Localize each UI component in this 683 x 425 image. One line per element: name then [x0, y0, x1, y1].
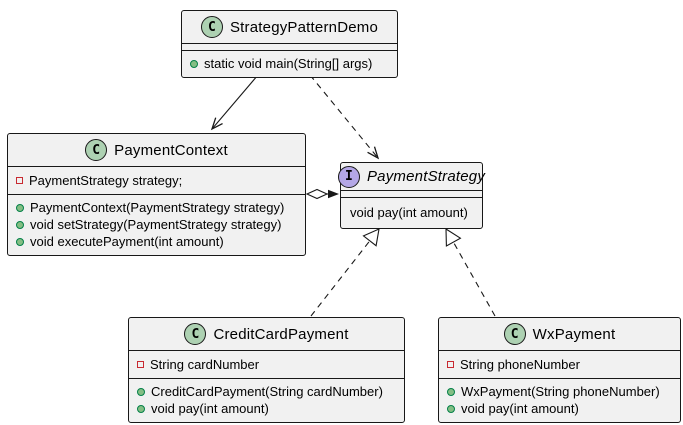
fields-compartment: PaymentStrategy strategy;: [8, 167, 305, 195]
interface-icon: I: [337, 165, 360, 188]
filled-arrowhead: [328, 189, 339, 199]
hollow-triangle-arrowhead: [362, 228, 380, 247]
class-name: WxPayment: [532, 325, 616, 343]
class-box-strategy-pattern-demo: C StrategyPatternDemo static void main(S…: [181, 10, 398, 78]
public-method-icon: [137, 387, 145, 396]
method-text: void pay(int amount): [350, 205, 468, 220]
method-row: static void main(String[] args): [182, 55, 397, 72]
private-field-icon: [137, 361, 144, 368]
edge-creditcard-to-strategy: [310, 228, 380, 317]
method-text: void setStrategy(PaymentStrategy strateg…: [30, 217, 282, 232]
fields-compartment-empty: [341, 191, 482, 198]
method-row: void executePayment(int amount): [8, 233, 305, 250]
interface-box-payment-strategy: I PaymentStrategy void pay(int amount): [337, 162, 486, 229]
method-row: void setStrategy(PaymentStrategy strateg…: [8, 216, 305, 233]
class-icon: C: [200, 16, 223, 38]
method-row: void pay(int amount): [341, 202, 482, 223]
class-icon: C: [85, 139, 108, 161]
method-text: void executePayment(int amount): [30, 234, 224, 249]
class-box-payment-context: C PaymentContext PaymentStrategy strateg…: [7, 133, 306, 256]
methods-compartment: void pay(int amount): [341, 198, 482, 228]
interface-name: PaymentStrategy: [366, 168, 486, 185]
field-row: String phoneNumber: [439, 356, 680, 373]
edge-context-to-strategy: [305, 188, 339, 200]
public-method-icon: [16, 237, 24, 246]
methods-compartment: PaymentContext(PaymentStrategy strategy)…: [8, 195, 305, 255]
field-text: String phoneNumber: [460, 357, 580, 372]
public-method-icon: [16, 203, 24, 212]
public-method-icon: [16, 220, 24, 229]
interface-header: I PaymentStrategy: [337, 163, 486, 191]
aggregation-diamond: [305, 188, 329, 200]
public-method-icon: [447, 404, 455, 413]
hollow-triangle-arrowhead: [445, 227, 462, 247]
field-row: String cardNumber: [129, 356, 404, 373]
field-text: String cardNumber: [150, 357, 260, 372]
method-text: static void main(String[] args): [204, 56, 373, 71]
private-field-icon: [447, 361, 454, 368]
edge-demo-to-strategy: [309, 74, 380, 160]
class-icon: C: [503, 323, 526, 345]
method-text: PaymentContext(PaymentStrategy strategy): [30, 200, 285, 215]
method-row: WxPayment(String phoneNumber): [439, 383, 680, 400]
method-row: void pay(int amount): [129, 400, 404, 417]
method-row: void pay(int amount): [439, 400, 680, 417]
private-field-icon: [16, 177, 23, 184]
edge-wx-to-strategy: [445, 227, 496, 317]
public-method-icon: [137, 404, 145, 413]
method-text: void pay(int amount): [461, 401, 579, 416]
class-box-wx-payment: C WxPayment String phoneNumber WxPayment…: [438, 317, 681, 423]
fields-compartment-empty: [182, 44, 397, 51]
class-header: C PaymentContext: [8, 134, 305, 167]
class-icon: C: [184, 323, 207, 345]
field-text: PaymentStrategy strategy;: [29, 173, 183, 188]
class-name: PaymentContext: [114, 141, 228, 159]
class-name: StrategyPatternDemo: [229, 18, 379, 36]
class-header: C CreditCardPayment: [129, 318, 404, 351]
method-row: PaymentContext(PaymentStrategy strategy): [8, 199, 305, 216]
class-header: C StrategyPatternDemo: [182, 11, 397, 44]
method-text: WxPayment(String phoneNumber): [461, 384, 660, 399]
fields-compartment: String cardNumber: [129, 351, 404, 379]
method-row: CreditCardPayment(String cardNumber): [129, 383, 404, 400]
class-header: C WxPayment: [439, 318, 680, 351]
fields-compartment: String phoneNumber: [439, 351, 680, 379]
class-name: CreditCardPayment: [213, 325, 349, 343]
class-box-credit-card-payment: C CreditCardPayment String cardNumber Cr…: [128, 317, 405, 423]
field-row: PaymentStrategy strategy;: [8, 172, 305, 189]
methods-compartment: WxPayment(String phoneNumber) void pay(i…: [439, 379, 680, 422]
method-text: void pay(int amount): [151, 401, 269, 416]
public-method-icon: [447, 387, 455, 396]
methods-compartment: CreditCardPayment(String cardNumber) voi…: [129, 379, 404, 422]
public-method-icon: [190, 59, 198, 68]
method-text: CreditCardPayment(String cardNumber): [151, 384, 383, 399]
edge-demo-to-context: [210, 74, 259, 131]
methods-compartment: static void main(String[] args): [182, 51, 397, 77]
